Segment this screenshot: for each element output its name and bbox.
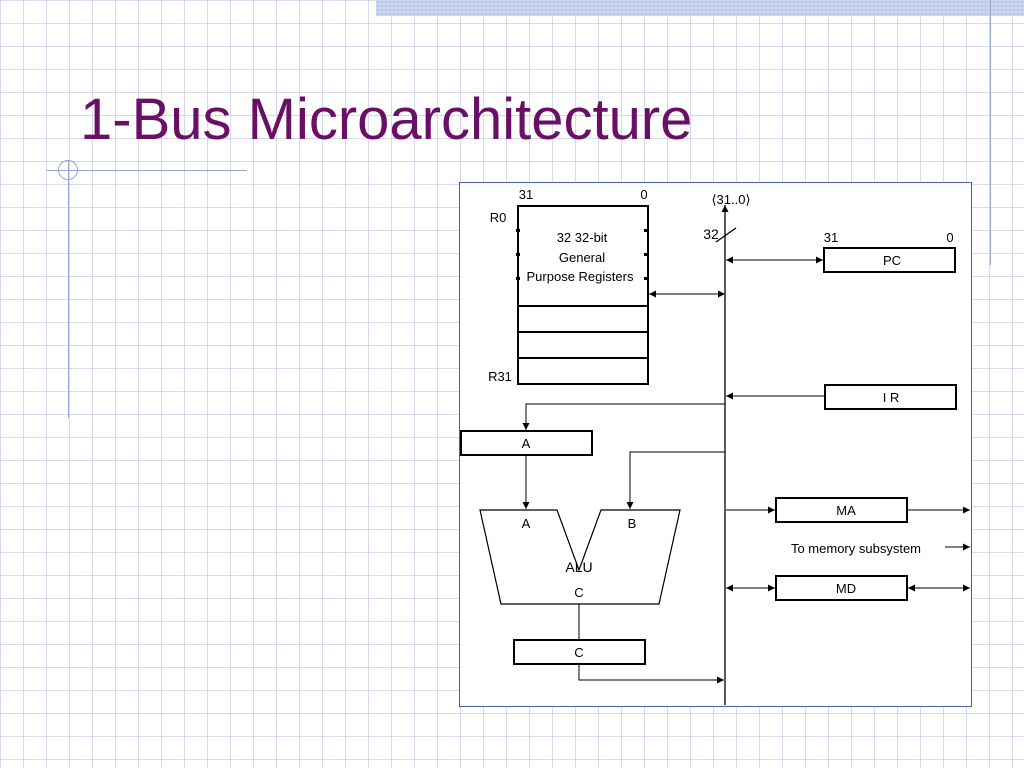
gpr-first-reg-label: R0 bbox=[490, 210, 507, 225]
slide-title: 1-Bus Microarchitecture bbox=[80, 87, 693, 152]
gpr-row-1 bbox=[517, 305, 649, 333]
gpr-dashed-ticks bbox=[516, 229, 648, 280]
gpr-bit-high: 31 bbox=[519, 187, 533, 202]
alu-label: ALU bbox=[565, 559, 592, 575]
pc-bit-low: 0 bbox=[946, 230, 953, 245]
c-register-label: C bbox=[574, 645, 583, 660]
gpr-last-reg-label: R31 bbox=[488, 369, 512, 384]
decorative-circle bbox=[58, 160, 78, 180]
decorative-vertical-line-right bbox=[990, 0, 991, 265]
memory-subsystem-label: To memory subsystem bbox=[791, 541, 921, 556]
decorative-horizontal-line bbox=[47, 170, 247, 171]
bus-to-alu-b-wire bbox=[626, 451, 725, 509]
pc-label: PC bbox=[883, 253, 901, 268]
decorative-vertical-line-left bbox=[68, 160, 69, 418]
ir-register bbox=[824, 384, 957, 410]
ma-label: MA bbox=[836, 503, 856, 518]
gpr-bit-low: 0 bbox=[640, 187, 647, 202]
pc-bit-high: 31 bbox=[824, 230, 838, 245]
md-register bbox=[775, 575, 908, 601]
md-label: MD bbox=[836, 581, 856, 596]
gpr-text-line1: 32 32-bit bbox=[557, 230, 608, 245]
bus-to-a-wire bbox=[522, 403, 725, 430]
alu-input-a-label: A bbox=[522, 516, 531, 531]
gpr-row-2 bbox=[517, 331, 649, 359]
bus-width-slash bbox=[715, 227, 737, 243]
bus-width-label: 32 bbox=[703, 226, 719, 242]
alu-output-label: C bbox=[574, 585, 583, 600]
alu-input-b-label: B bbox=[628, 516, 637, 531]
c-to-bus-wire bbox=[578, 664, 724, 684]
top-accent-band bbox=[376, 0, 1024, 16]
bus-label: ⟨31..0⟩ bbox=[711, 192, 750, 207]
gpr-text-line2: General bbox=[559, 250, 605, 265]
ma-register bbox=[775, 497, 908, 523]
gpr-row-r31 bbox=[517, 357, 649, 385]
gpr-text-line3: Purpose Registers bbox=[527, 269, 634, 284]
ir-label: I R bbox=[883, 390, 900, 405]
pc-register bbox=[823, 247, 956, 273]
alu-shape bbox=[479, 509, 681, 605]
a-register-label: A bbox=[522, 436, 531, 451]
a-register bbox=[460, 430, 593, 456]
